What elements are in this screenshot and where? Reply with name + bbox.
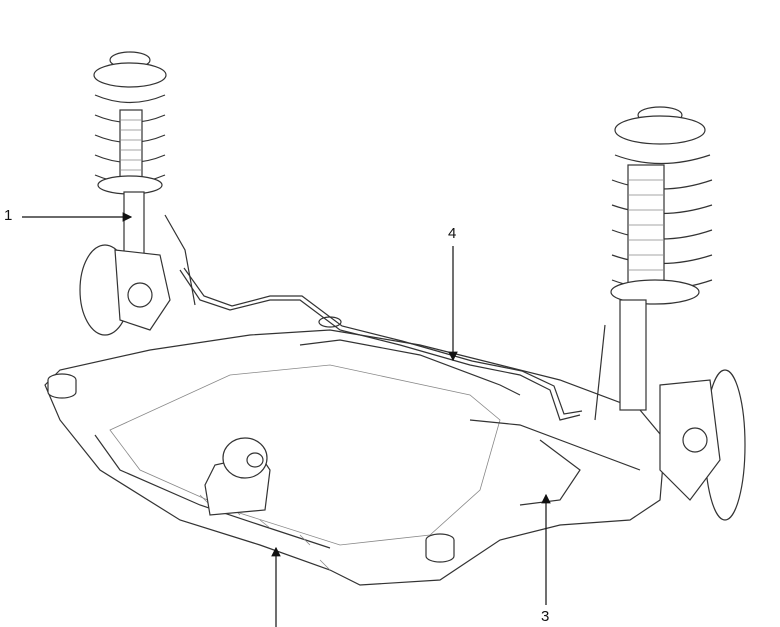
callout-label-4: 4 bbox=[448, 225, 457, 242]
right-strut-assembly bbox=[594, 106, 746, 521]
callout-label-3: 3 bbox=[541, 608, 550, 625]
stabilizer-bar bbox=[179, 267, 583, 421]
left-strut-assembly bbox=[79, 51, 196, 336]
engine-mount bbox=[204, 437, 271, 516]
crossmember-subframe bbox=[44, 329, 666, 586]
callout-label-1: 1 bbox=[4, 207, 13, 224]
